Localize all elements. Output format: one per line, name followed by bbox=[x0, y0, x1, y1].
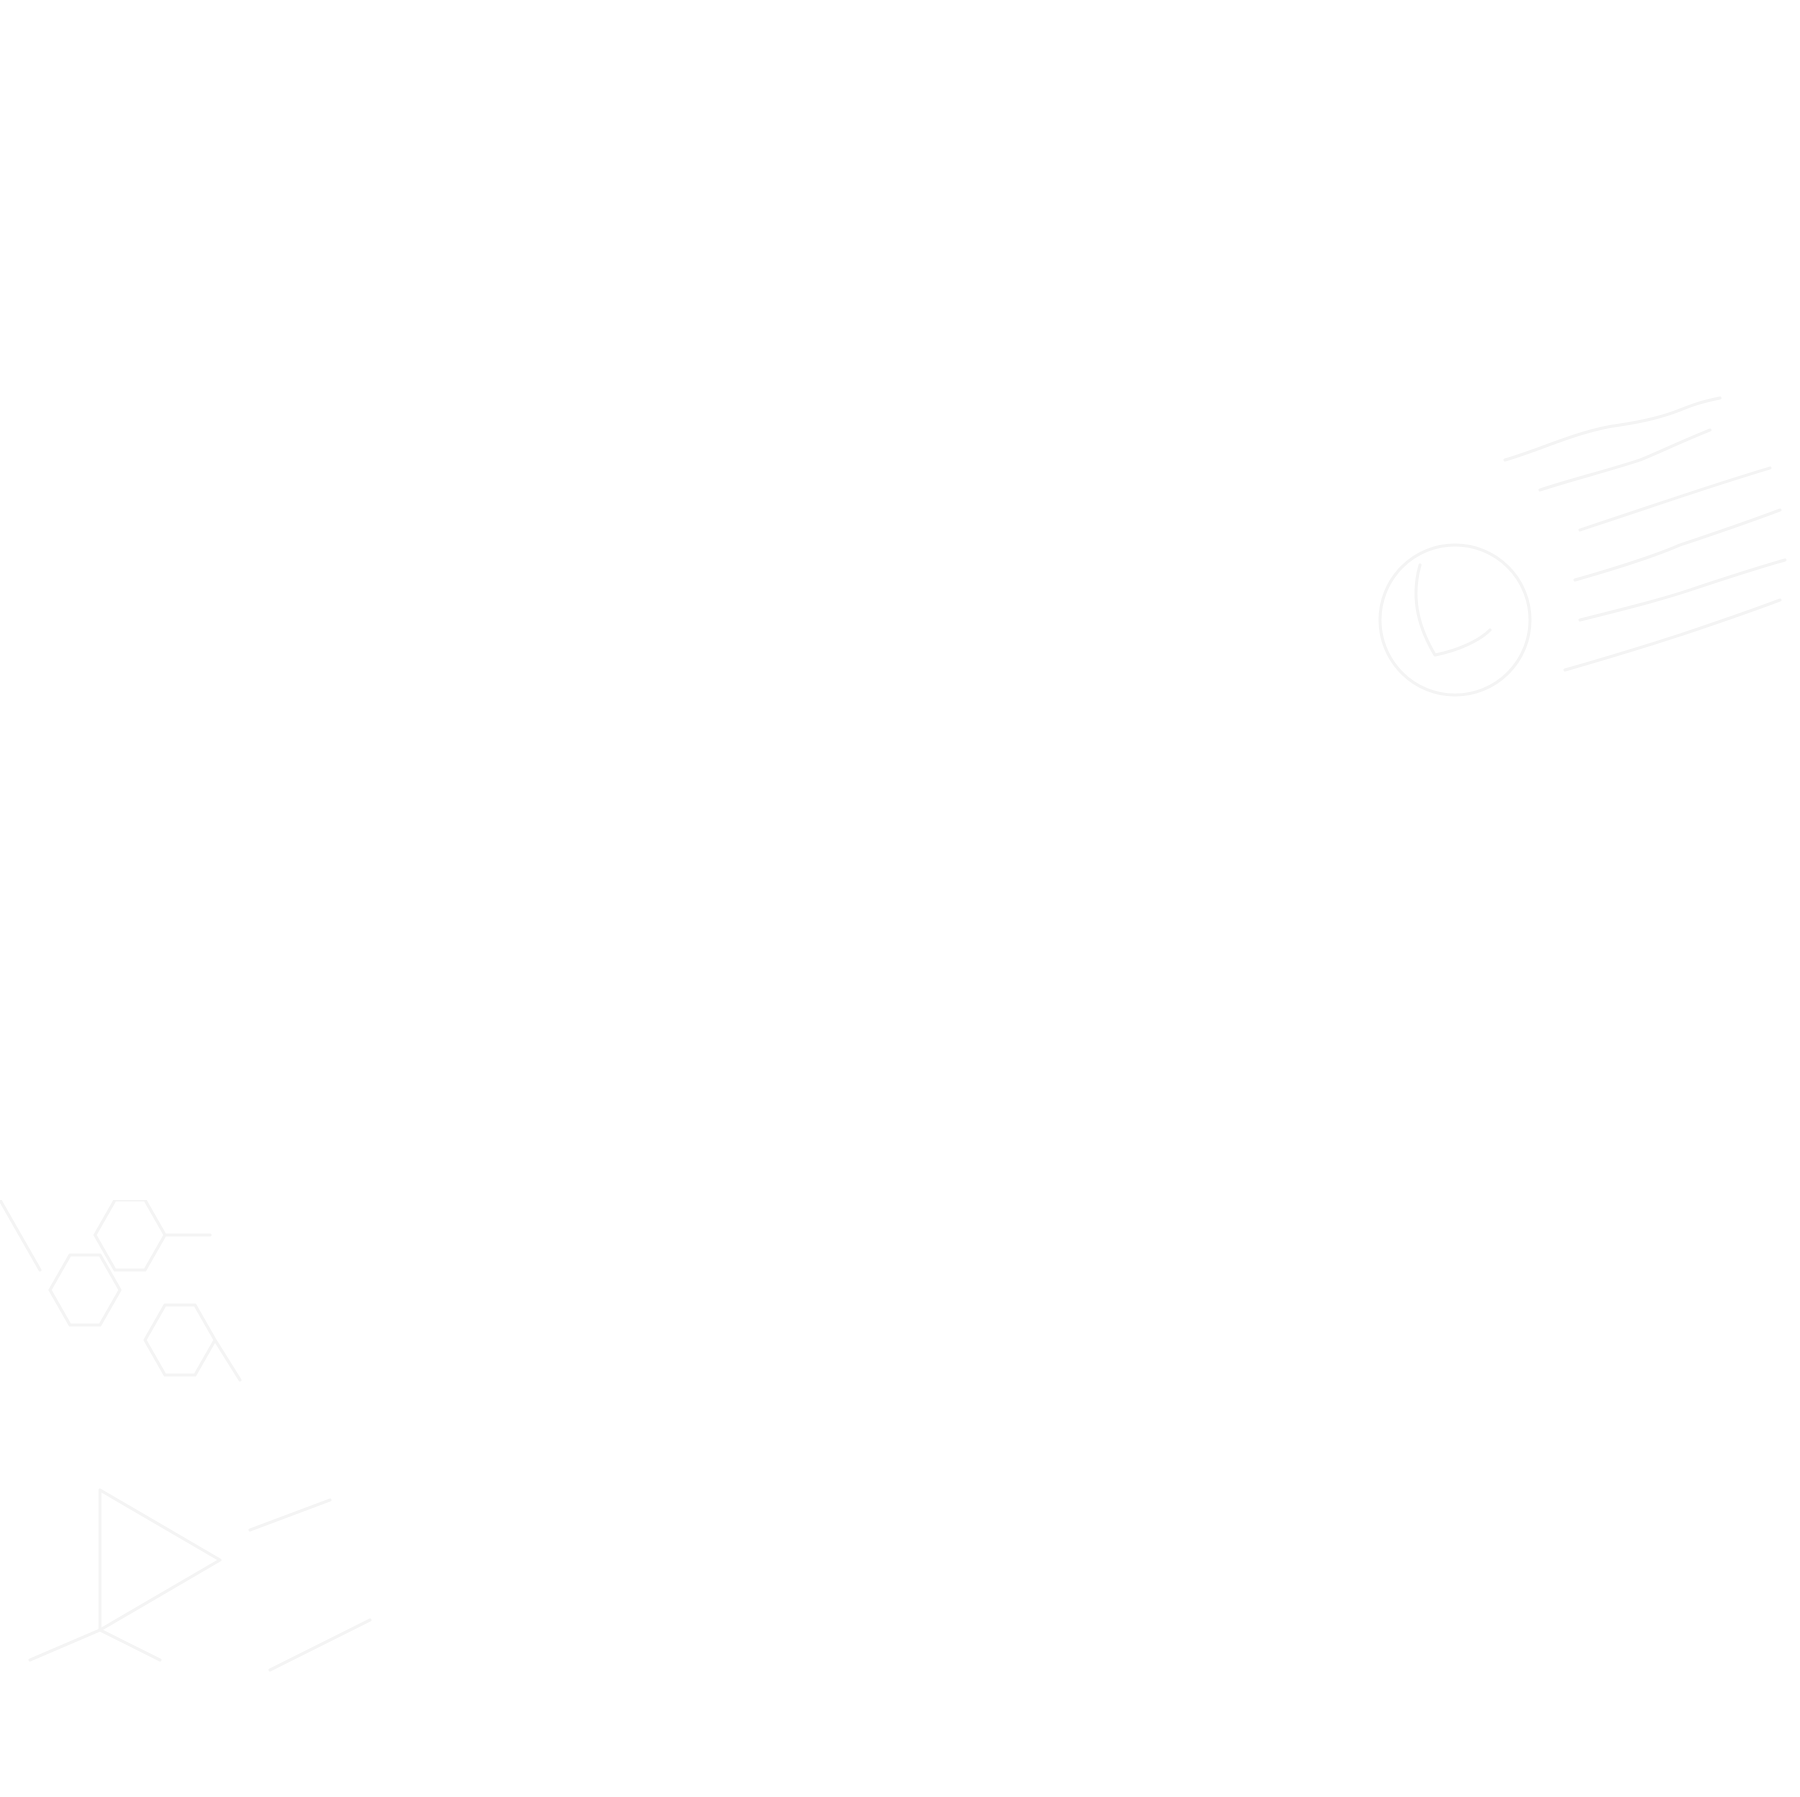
watermark-script-line-2 bbox=[1538, 428, 1712, 492]
watermark-hexagon-3 bbox=[93, 1200, 167, 1272]
watermark-hexagon-2 bbox=[143, 1303, 217, 1377]
watermark-script-line-4 bbox=[1573, 508, 1782, 582]
watermark-triangle bbox=[98, 1488, 222, 1632]
watermark-triangle-base bbox=[28, 1628, 162, 1662]
watermark-script-line-1 bbox=[1503, 396, 1722, 462]
hexagon-triangle-watermark-icon bbox=[0, 1200, 372, 1672]
watermark-script-line-5 bbox=[1578, 558, 1787, 622]
watermark-connector-1 bbox=[0, 1200, 42, 1272]
faint-watermark-top-right bbox=[1340, 330, 1800, 710]
faint-watermark-bottom-left bbox=[0, 1200, 400, 1700]
watermark-circle bbox=[1378, 543, 1532, 697]
watermark-slash-1 bbox=[248, 1498, 332, 1532]
script-circle-watermark-icon bbox=[1378, 396, 1787, 697]
watermark-script-line-3 bbox=[1578, 466, 1772, 532]
watermark-hexagon-1 bbox=[48, 1253, 122, 1327]
watermark-script-line-6 bbox=[1563, 598, 1782, 672]
watermark-circle-inner-stroke bbox=[1414, 563, 1492, 657]
watermark-slash-2 bbox=[268, 1618, 372, 1672]
watermark-connector-3 bbox=[213, 1338, 242, 1382]
